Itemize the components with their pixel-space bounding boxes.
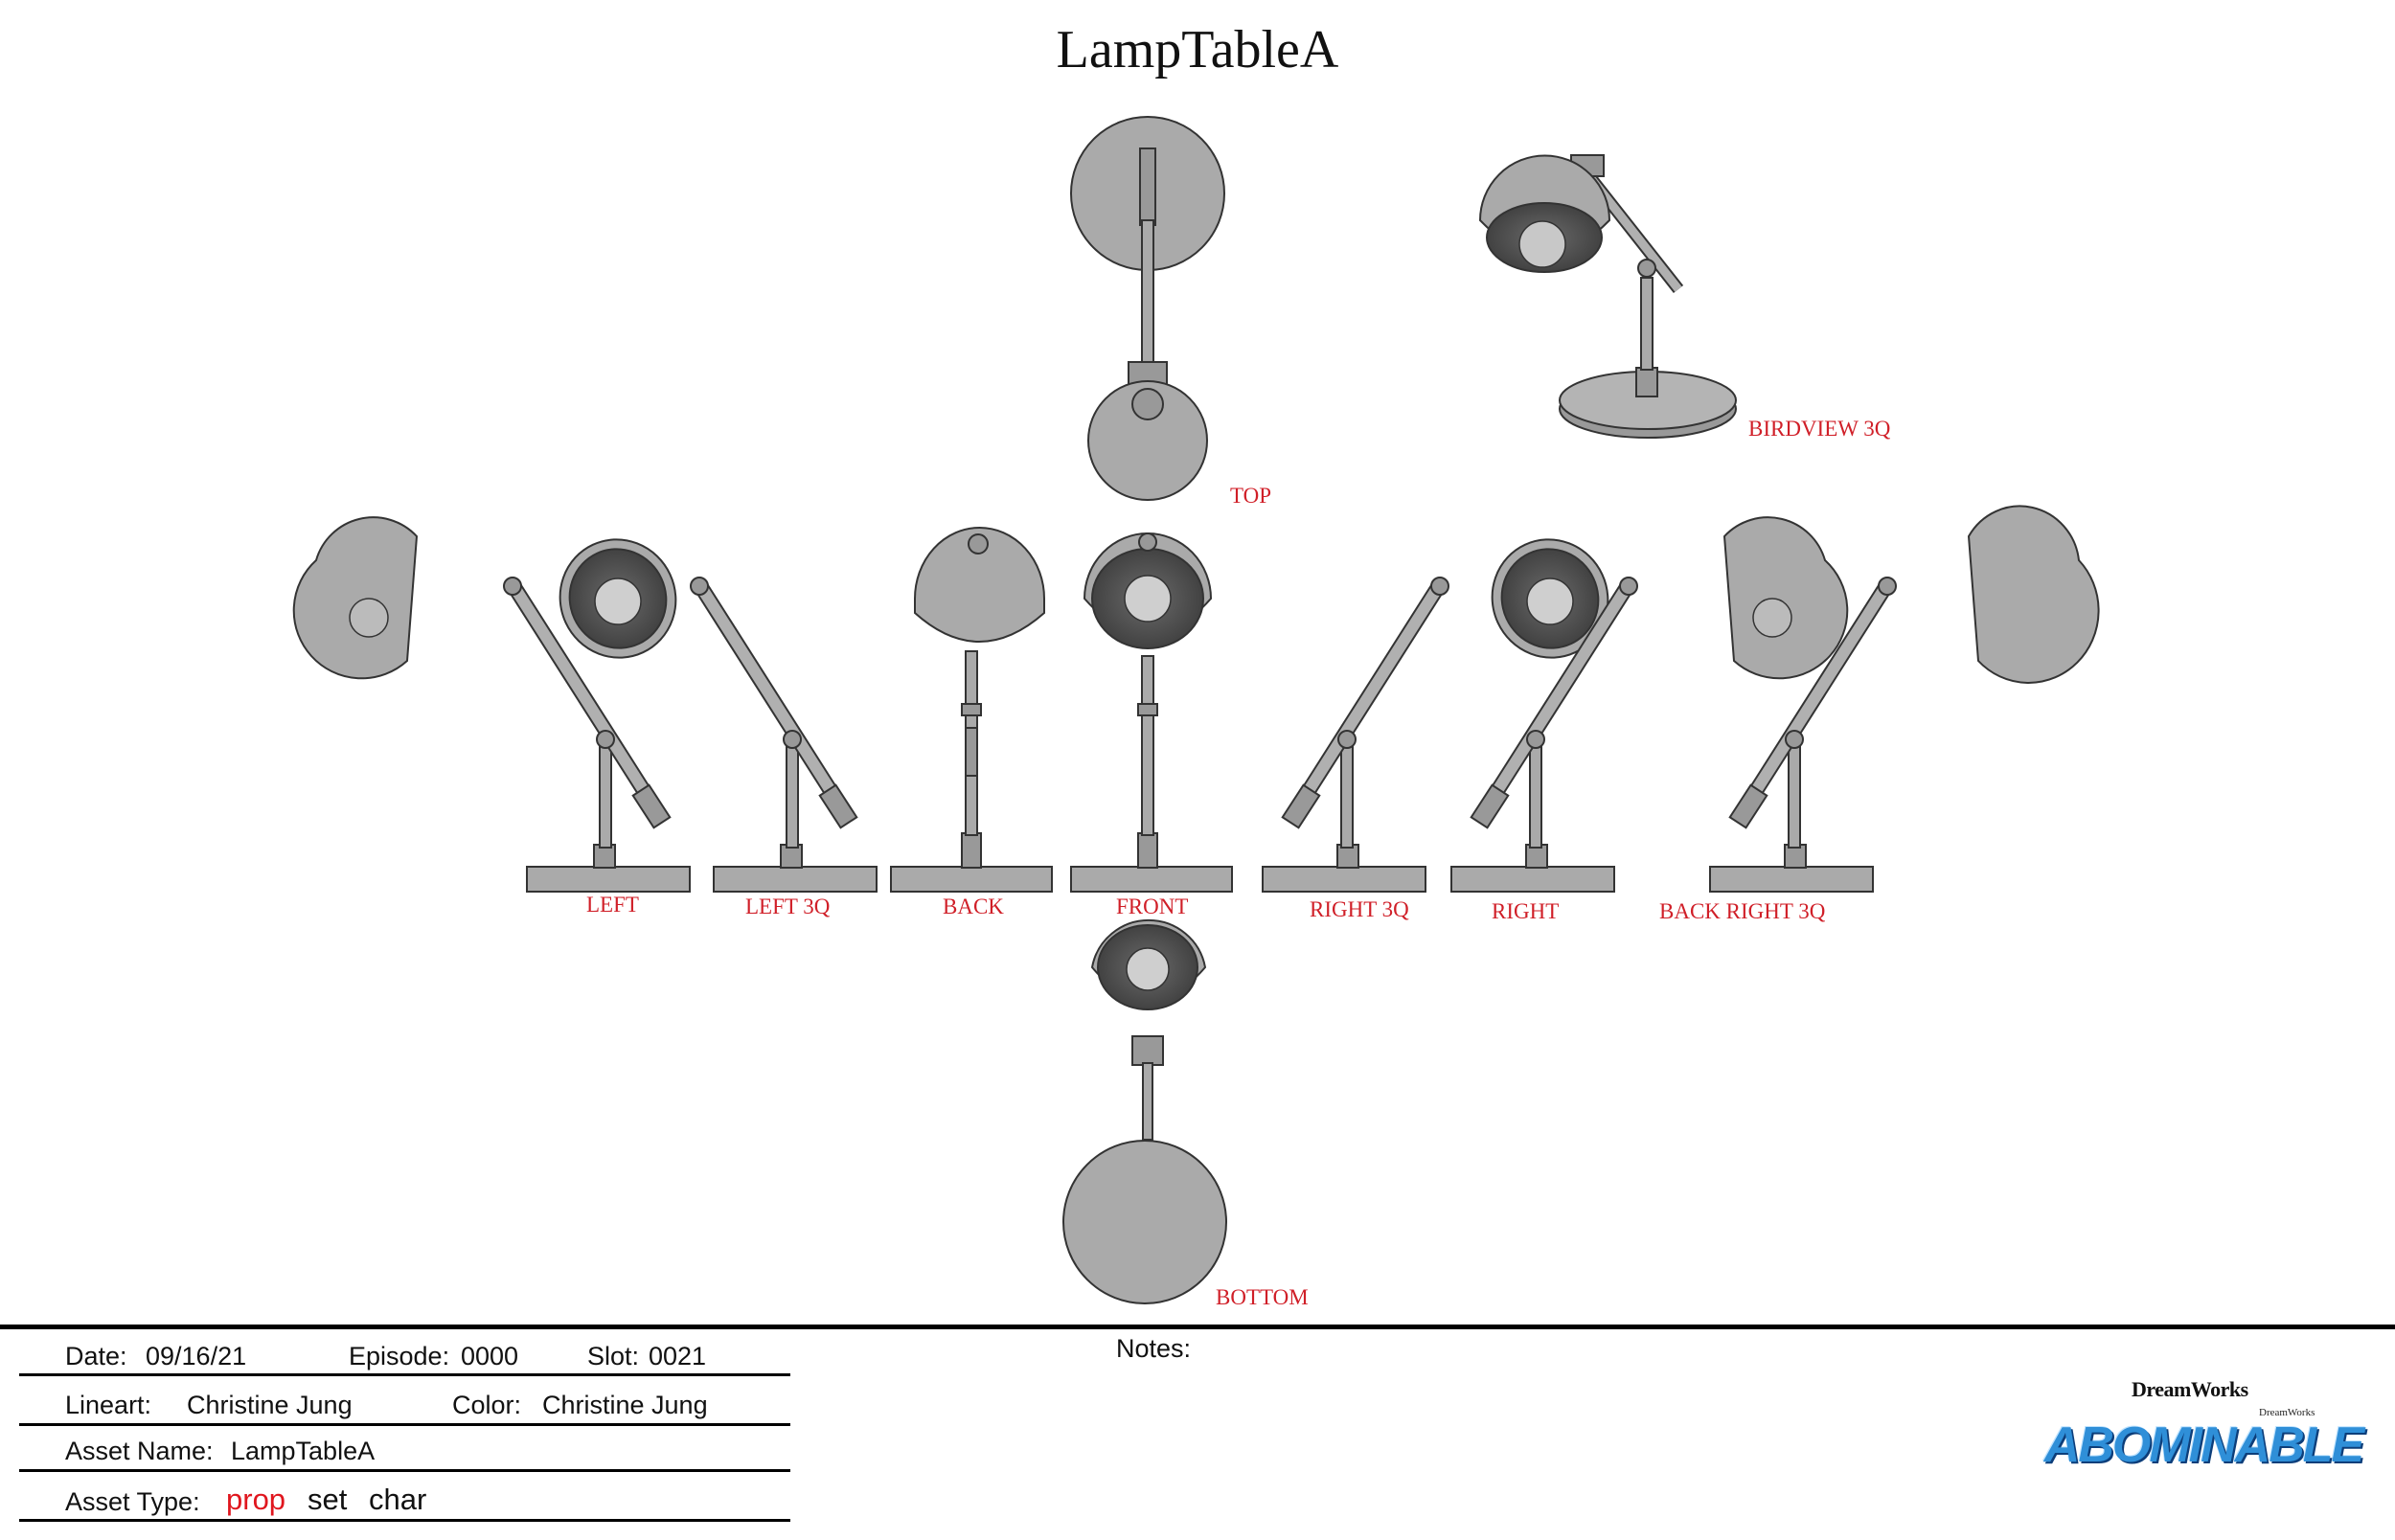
dreamworks-abominable-logo: DreamWorks DreamWorks ABOMINABLE	[2041, 1374, 2366, 1489]
footer-rule-4	[19, 1519, 790, 1522]
color-label: Color:	[452, 1391, 522, 1419]
asset-name-label: Asset Name:	[65, 1437, 214, 1465]
label-left: LEFT	[586, 893, 639, 917]
footer-divider	[0, 1325, 2395, 1329]
right-view-lamp	[1451, 516, 1849, 892]
right3q-view-lamp	[1263, 538, 1609, 892]
birdview-view-lamp	[1478, 154, 1737, 439]
model-views-canvas	[292, 116, 2100, 1304]
date-label: Date:	[65, 1342, 127, 1370]
asset-type-label: Asset Type:	[65, 1487, 200, 1516]
front-view-lamp	[1070, 532, 1233, 893]
top-view-lamp	[1070, 116, 1225, 501]
notes-label: Notes:	[1116, 1334, 1192, 1363]
footer-rule-3	[19, 1469, 790, 1472]
asset-type-prop: prop	[226, 1483, 286, 1516]
logo-film-title: ABOMINABLE	[2043, 1417, 2364, 1473]
lineart-label: Lineart:	[65, 1391, 152, 1419]
logo-studio-small-text: DreamWorks	[2259, 1407, 2315, 1418]
episode-value: 0000	[461, 1342, 519, 1370]
label-back-right-3q: BACK RIGHT 3Q	[1659, 899, 1826, 923]
slot-label: Slot:	[587, 1342, 640, 1370]
left-view-lamp	[292, 516, 690, 892]
slot-value: 0021	[649, 1342, 707, 1370]
label-right-3q: RIGHT 3Q	[1310, 897, 1409, 921]
back-view-lamp	[890, 527, 1053, 893]
date-value: 09/16/21	[146, 1342, 247, 1370]
footer-rule-2	[19, 1423, 790, 1426]
label-birdview-3q: BIRDVIEW 3Q	[1748, 417, 1891, 441]
left3q-view-lamp	[559, 538, 877, 892]
label-top: TOP	[1230, 484, 1272, 508]
episode-label: Episode:	[349, 1342, 450, 1370]
bottom-view-lamp	[1062, 918, 1227, 1304]
lineart-value: Christine Jung	[187, 1391, 353, 1419]
label-right: RIGHT	[1492, 899, 1560, 923]
asset-name-value: LampTableA	[231, 1437, 376, 1465]
label-back: BACK	[943, 895, 1004, 918]
footer-rule-1	[19, 1373, 790, 1376]
backright3q-view-lamp	[1710, 505, 2100, 892]
label-left-3q: LEFT 3Q	[745, 895, 831, 918]
asset-type-char: char	[369, 1483, 427, 1516]
label-bottom: BOTTOM	[1216, 1285, 1309, 1309]
asset-type-set: set	[308, 1483, 348, 1516]
label-front: FRONT	[1116, 895, 1189, 918]
color-value: Christine Jung	[542, 1391, 708, 1419]
logo-studio-text: DreamWorks	[2132, 1377, 2248, 1401]
sheet-title: LampTableA	[1056, 20, 1339, 79]
